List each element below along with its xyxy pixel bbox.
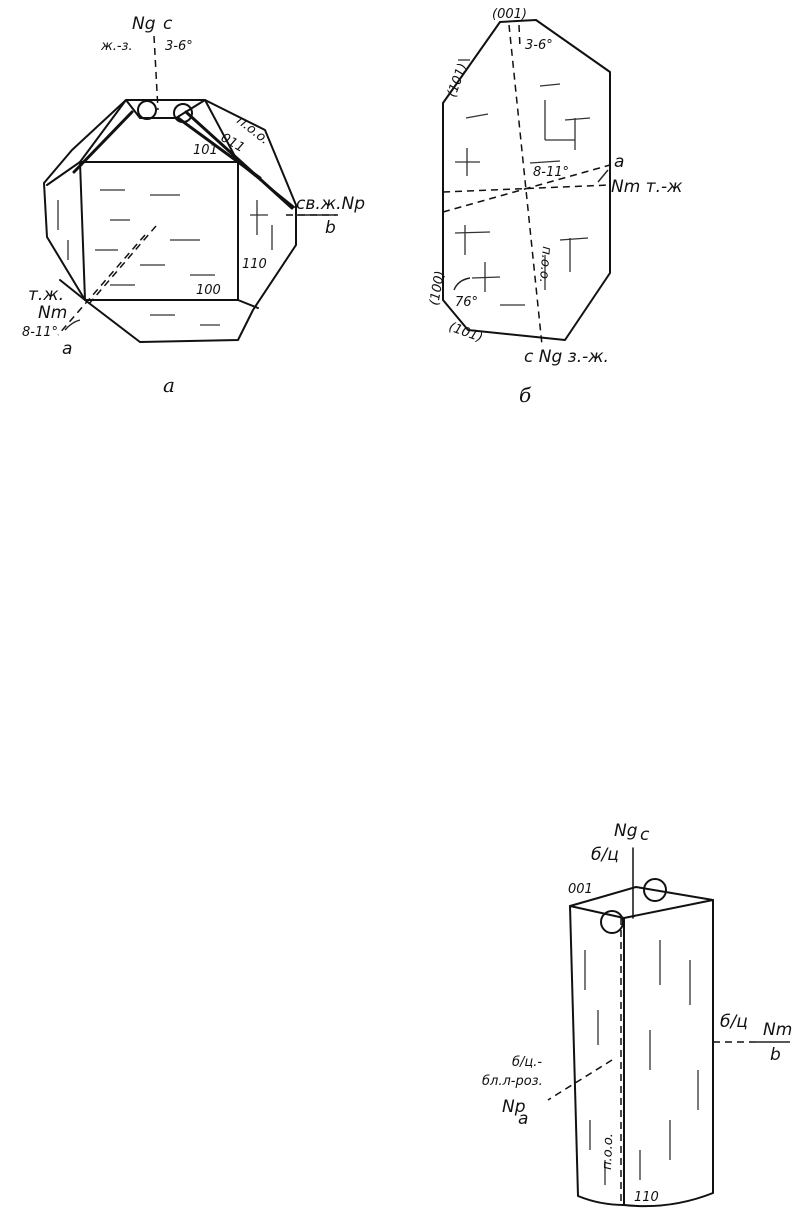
crystal-b: (001) (101) 3-6° 8-11° a Nm т.-ж п.о.о. …: [427, 7, 683, 407]
crystal-b-caption: б: [519, 383, 532, 407]
crystal-a-caption: а: [163, 373, 175, 397]
crystal-a-face-100: 100: [196, 283, 221, 298]
crystal-c-np-color-1: б/ц.-: [512, 1055, 542, 1070]
crystal-b-face-101: (101): [445, 61, 471, 99]
crystal-b-face-101-bottom: (101): [447, 320, 485, 346]
crystal-b-angle-arrow: [598, 170, 608, 182]
crystal-a-nm-color: т.ж.: [28, 285, 64, 305]
crystal-c-ng-color: б/ц: [591, 845, 619, 865]
crystal-c-c-label: c: [640, 825, 650, 845]
crystal-b-face-001: (001): [492, 7, 527, 22]
crystal-c-face-001: 001: [568, 882, 593, 897]
crystal-a-c-axis: [154, 36, 158, 110]
crystal-b-nm-label: Nm т.-ж: [611, 177, 683, 197]
crystal-b-hatch: [455, 60, 590, 305]
crystal-a-face-110: 110: [242, 257, 267, 272]
crystal-c: Ng c б/ц 001 б/ц Nm b б/ц.- бл.л-роз. Np…: [482, 821, 792, 1206]
crystal-b-angle-bottom: 76°: [455, 295, 478, 310]
crystal-c-np-color-2: бл.л-роз.: [482, 1074, 543, 1089]
crystal-b-angle-arc: [454, 278, 470, 290]
crystal-a: Ng c ж.-з. 3-6° 101 011 п.о.о. св.ж.Np b…: [22, 14, 365, 397]
crystal-c-pod: п.о.о.: [600, 1133, 616, 1170]
crystal-b-bottom-axis: c Ng з.-ж.: [524, 347, 609, 367]
crystal-c-a-axis: [548, 1060, 612, 1100]
crystal-a-front-face: [80, 162, 238, 300]
crystal-a-a-label: a: [62, 339, 72, 359]
crystal-b-angle-top: 3-6°: [525, 38, 553, 53]
crystal-a-c-angle: 3-6°: [165, 39, 193, 54]
crystal-a-ng-label: Ng: [132, 14, 156, 34]
crystal-a-nm-label: Nm: [38, 303, 67, 323]
crystal-a-b-label: b: [325, 218, 336, 238]
crystal-a-angle-label: 8-11°: [22, 325, 58, 340]
crystal-b-a-axis: [443, 165, 610, 212]
crystal-a-face-101: 101: [193, 143, 218, 158]
crystal-a-np-color: св.ж.Np: [296, 194, 365, 214]
crystal-c-nm-label: Nm: [763, 1020, 792, 1040]
crystal-c-nm-color: б/ц: [720, 1012, 748, 1032]
crystal-a-ng-color: ж.-з.: [100, 39, 133, 54]
crystal-c-face-110: 110: [634, 1190, 659, 1205]
crystal-b-a-label: a: [614, 152, 624, 172]
crystal-c-optic-axis-1: [601, 911, 623, 933]
crystal-c-top-edge: [570, 900, 713, 918]
crystal-c-outline: [570, 887, 713, 1206]
crystal-b-top-ref: [519, 25, 520, 48]
crystal-c-b-label: b: [770, 1045, 781, 1065]
crystal-b-pod: п.о.о.: [536, 246, 554, 284]
crystal-b-angle-mid: 8-11°: [533, 165, 569, 180]
crystal-a-c-label: c: [163, 14, 173, 34]
crystal-a-optic-axis-1: [138, 101, 156, 119]
crystal-c-a-label: a: [518, 1109, 528, 1129]
crystal-c-ng-label: Ng: [614, 821, 638, 841]
